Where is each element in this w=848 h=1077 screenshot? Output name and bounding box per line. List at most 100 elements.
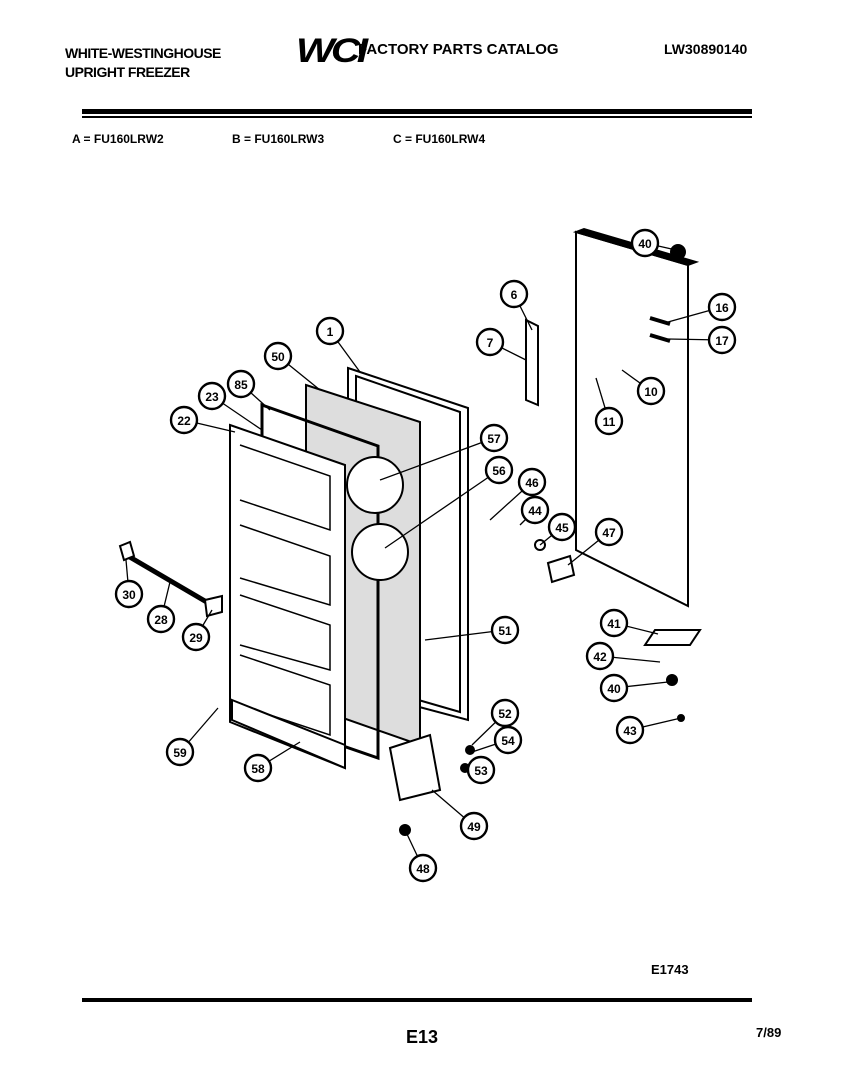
callout-number: 47: [602, 526, 616, 540]
part-callout-58: 58: [243, 753, 273, 783]
detail-magnifier-57: [346, 456, 404, 514]
callout-number: 40: [607, 682, 621, 696]
callout-circle: [475, 327, 505, 357]
callout-circle: [114, 579, 144, 609]
callout-number: 7: [487, 336, 494, 350]
callout-circle: [263, 341, 293, 371]
part-callout-30: 30: [114, 579, 144, 609]
callout-circle: [243, 753, 273, 783]
top-hinge-pin: [670, 244, 686, 260]
callout-number: 42: [593, 650, 607, 664]
callout-circle: [517, 467, 547, 497]
callout-number: 6: [511, 288, 518, 302]
callout-number: 28: [154, 613, 168, 627]
liner-shelf: [239, 654, 331, 737]
callout-number: 54: [501, 734, 515, 748]
part-callout-48: 48: [408, 853, 438, 883]
callout-number: 50: [271, 350, 285, 364]
part-callout-85: 85: [226, 369, 256, 399]
cover-screw: [399, 824, 411, 836]
callout-circle: [615, 715, 645, 745]
product-type: UPRIGHT FREEZER: [65, 64, 190, 80]
callout-circle: [146, 604, 176, 634]
callout-number: 53: [474, 764, 488, 778]
part-callout-49: 49: [459, 811, 489, 841]
callout-circle: [408, 853, 438, 883]
door-handle: [525, 318, 539, 407]
callout-number: 23: [205, 390, 219, 404]
callout-circle: [636, 376, 666, 406]
hinge-cover: [388, 733, 442, 802]
callout-number: 1: [327, 325, 334, 339]
page-number: E13: [406, 1027, 439, 1047]
callout-circle: [490, 615, 520, 645]
callout-circle: [585, 641, 615, 671]
callout-number: 11: [603, 415, 616, 429]
callout-circle: [594, 406, 624, 436]
part-callout-1: 1: [315, 316, 345, 346]
callout-circle: [493, 725, 523, 755]
callout-number: 51: [498, 624, 512, 638]
outer-door-panel: [575, 230, 689, 608]
part-callout-51: 51: [490, 615, 520, 645]
part-callout-29: 29: [181, 622, 211, 652]
part-callout-57: 57: [479, 423, 509, 453]
part-callout-52: 52: [490, 698, 520, 728]
header-rule-thin: [82, 116, 752, 118]
closer-end: [118, 540, 136, 562]
part-callout-23: 23: [197, 381, 227, 411]
door-shelf-bar: [231, 698, 346, 770]
callout-number: 17: [715, 334, 729, 348]
callout-circle: [165, 737, 195, 767]
part-callout-6: 6: [499, 279, 529, 309]
part-callout-40: 40: [630, 228, 660, 258]
bottom-hinge: [643, 629, 702, 646]
part-callout-53: 53: [466, 755, 496, 785]
part-callout-56: 56: [484, 455, 514, 485]
hinge-washer: [666, 674, 678, 686]
door-trim-strip: [649, 333, 671, 343]
callout-number: 22: [177, 414, 191, 428]
part-callout-47: 47: [594, 517, 624, 547]
catalog-title: FACTORY PARTS CATALOG: [358, 41, 559, 58]
callout-leader-line: [384, 469, 500, 549]
callout-circle: [181, 622, 211, 652]
callout-number: 52: [498, 707, 512, 721]
small-fastener: [465, 745, 475, 755]
callout-circle: [315, 316, 345, 346]
callout-number: 40: [638, 237, 652, 251]
callout-number: 10: [644, 385, 658, 399]
callout-circle: [599, 673, 629, 703]
part-callout-59: 59: [165, 737, 195, 767]
callout-number: 45: [555, 521, 569, 535]
callout-number: 41: [607, 617, 621, 631]
callout-number: 49: [467, 820, 481, 834]
part-callout-45: 45: [547, 512, 577, 542]
catalog-date: 7/89: [756, 1025, 782, 1040]
callout-circle: [484, 455, 514, 485]
part-callout-44: 44: [520, 495, 550, 525]
callout-circle: [466, 755, 496, 785]
callout-number: 29: [189, 631, 203, 645]
callout-number: 43: [623, 724, 637, 738]
part-callout-42: 42: [585, 641, 615, 671]
footer-rule: [82, 998, 752, 1002]
callout-number: 48: [416, 862, 430, 876]
part-callout-43: 43: [615, 715, 645, 745]
liner-shelf: [239, 524, 331, 607]
callout-circle: [547, 512, 577, 542]
part-callout-16: 16: [707, 292, 737, 322]
callout-leader-line: [379, 437, 495, 481]
model-b: B = FU160LRW3: [232, 132, 325, 146]
callout-number: 59: [173, 746, 187, 760]
detail-magnifier-56: [351, 523, 409, 581]
brand-name: WHITE-WESTINGHOUSE: [65, 45, 221, 61]
callout-number: 58: [251, 762, 265, 776]
model-a: A = FU160LRW2: [72, 132, 164, 146]
model-c: C = FU160LRW4: [393, 132, 486, 146]
liner-shelf: [239, 444, 331, 532]
callout-circle: [490, 698, 520, 728]
part-callout-10: 10: [636, 376, 666, 406]
callout-number: 56: [492, 464, 506, 478]
